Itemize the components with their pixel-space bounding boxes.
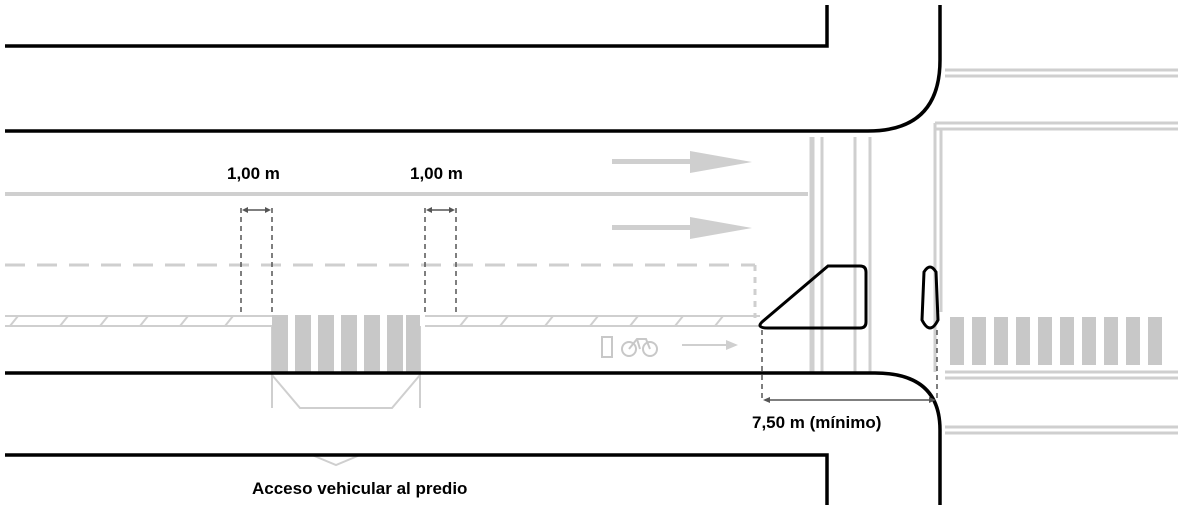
traffic-arrows [612, 151, 752, 350]
crosswalk-left [272, 315, 420, 373]
arrow-icon [612, 151, 752, 173]
traffic-island-right [920, 265, 940, 330]
bottom-block-edge [5, 453, 829, 505]
min-distance-label: 7,50 m (mínimo) [752, 413, 882, 432]
bike-lane-hatching [9, 315, 724, 327]
top-road-edge [5, 5, 942, 133]
lane-markings [5, 68, 1178, 467]
dimension-lines [240, 208, 938, 402]
bicycle-icon [601, 336, 658, 358]
bike-arrow-icon [682, 340, 738, 350]
traffic-island-left [758, 264, 868, 330]
spacing-label-right: 1,00 m [410, 164, 463, 183]
spacing-label-left: 1,00 m [227, 164, 280, 183]
driveway-mark-bottom [311, 454, 361, 467]
road-edges [5, 5, 942, 505]
top-block-edge [5, 5, 829, 48]
crosswalk-right [950, 317, 1162, 365]
vehicle-access-label: Acceso vehicular al predio [252, 479, 468, 498]
dimension-arrowheads [242, 207, 936, 403]
arrow-icon [612, 217, 752, 239]
bottom-road-edge [5, 371, 942, 505]
driveway-outline [271, 374, 421, 409]
